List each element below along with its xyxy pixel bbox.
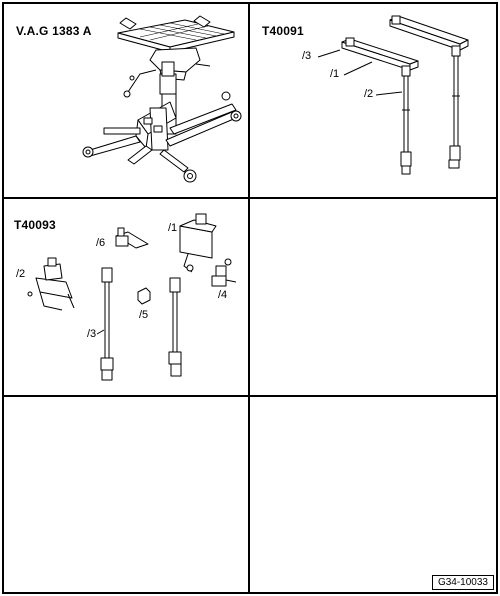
grid-divider-vertical [248, 2, 250, 594]
t40093-label-1: /1 [168, 222, 178, 234]
panel-title-t40091: T40091 [262, 24, 304, 38]
t40093-label-3: /3 [87, 328, 97, 340]
panel-title-vag1383a: V.A.G 1383 A [16, 24, 92, 38]
grid-divider-row1 [2, 197, 498, 199]
t40093-label-4: /4 [218, 289, 228, 301]
transmission-jack-illustration [82, 15, 242, 183]
fixture-kit-illustration [27, 213, 237, 381]
t40091-label-3: /3 [302, 50, 312, 62]
rail-bars-illustration [317, 15, 469, 175]
t40093-label-6: /6 [96, 237, 106, 249]
panel-title-t40093: T40093 [14, 218, 56, 232]
t40091-label-1: /1 [330, 68, 340, 80]
grid-divider-row2 [2, 395, 498, 397]
t40093-label-5: /5 [139, 309, 149, 321]
document-reference: G34-10033 [431, 575, 494, 590]
t40091-label-2: /2 [364, 88, 374, 100]
t40093-label-2: /2 [16, 268, 26, 280]
